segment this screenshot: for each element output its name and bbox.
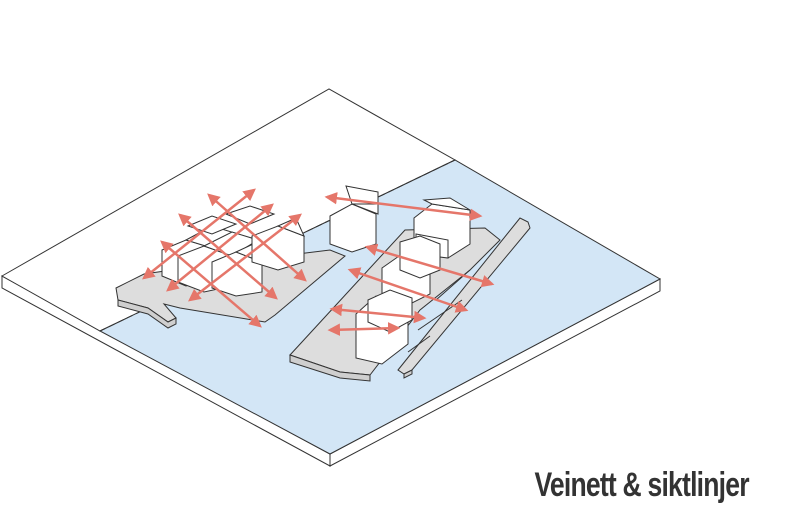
sightline-arrows: [142, 188, 495, 336]
diagram-caption: Veinett & siktlinjer: [534, 466, 750, 504]
